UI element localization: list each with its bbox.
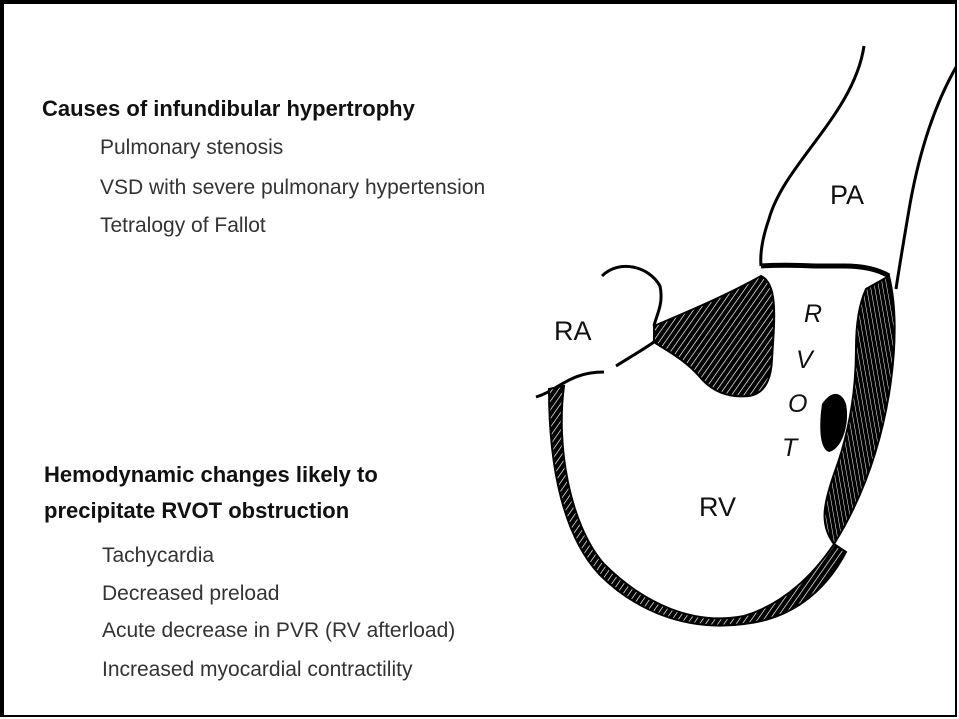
pa-top-closure: [761, 265, 889, 276]
label-ra: RA: [554, 316, 592, 347]
hemodynamics-heading-line1: Hemodynamic changes likely to: [44, 462, 378, 488]
label-pa: PA: [830, 180, 864, 211]
hemodynamics-item-4: Increased myocardial contractility: [102, 658, 412, 682]
infundibular-muscle: [654, 276, 774, 396]
ra-upper-wall: [602, 266, 661, 326]
label-rv: RV: [699, 492, 736, 523]
hemodynamics-heading-line2: precipitate RVOT obstruction: [44, 498, 349, 524]
hemodynamics-item-2: Decreased preload: [102, 582, 279, 606]
pa-left-wall: [761, 46, 864, 266]
causes-item-1: Pulmonary stenosis: [100, 136, 283, 160]
ra-lower-wall: [536, 372, 604, 397]
causes-heading: Causes of infundibular hypertrophy: [42, 96, 415, 122]
label-rvot-o: O: [788, 390, 807, 419]
tricuspid-leaflet: [616, 342, 654, 366]
causes-item-3: Tetralogy of Fallot: [100, 214, 266, 238]
hemodynamics-item-1: Tachycardia: [102, 544, 214, 568]
label-rvot-t: T: [782, 434, 797, 463]
rv-free-wall: [549, 386, 846, 626]
pa-right-wall: [896, 62, 955, 289]
hemodynamics-item-3: Acute decrease in PVR (RV afterload): [102, 619, 455, 643]
causes-item-2: VSD with severe pulmonary hypertension: [100, 176, 485, 200]
label-rvot-v: V: [796, 346, 813, 375]
label-rvot-r: R: [804, 300, 822, 329]
